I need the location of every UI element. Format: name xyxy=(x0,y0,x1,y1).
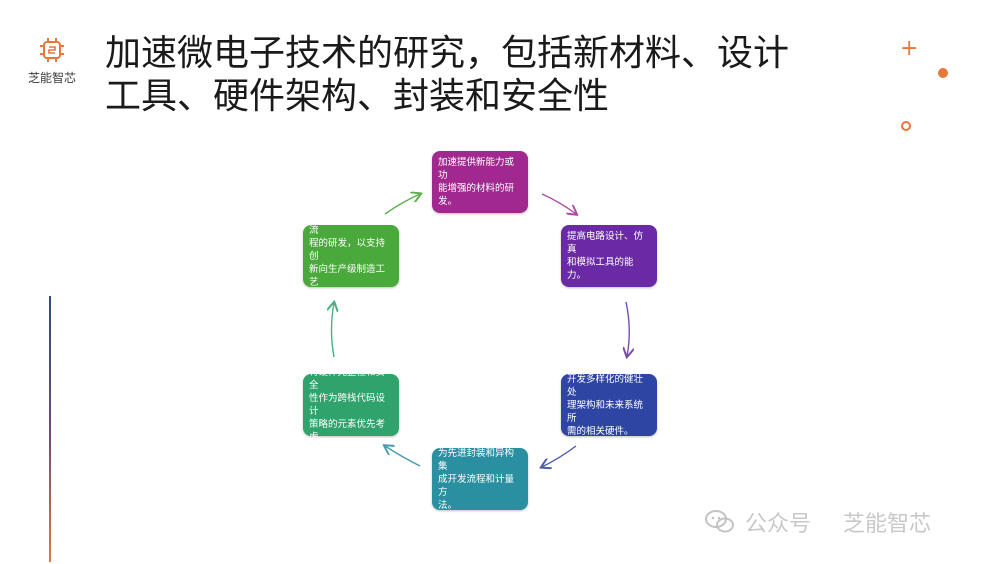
cycle-node-packaging: 为先进封装和异构集 成开发流程和计量方 法。 xyxy=(432,447,528,511)
watermark-name: 芝能智芯 xyxy=(843,512,932,537)
node-text-line: 理架构和未来系统所 xyxy=(567,399,644,424)
title-line-2: 工具、硬件架构、封装和安全性 xyxy=(105,76,610,117)
arrow-2-to-3 xyxy=(626,301,629,356)
title-line-1: 加速微电子技术的研究，包括新材料、设计 xyxy=(105,33,790,74)
cycle-node-manufacturing: 投资于制造工具和流 程的研发，以支持创 新向生产级制造工艺 的转变。 xyxy=(303,212,399,301)
node-text-line: 成开发流程和计量方 xyxy=(438,473,515,498)
node-text-line: 能增强的材料的研发。 xyxy=(438,183,515,207)
cycle-node-security: 将硬件完整性和安全 性作为跨栈代码设计 策略的元素优先考虑。 xyxy=(303,367,399,443)
side-accent-line xyxy=(49,296,51,562)
watermark: 公众号 芝能智芯 xyxy=(705,502,990,542)
node-text-line: 策略的元素优先考虑。 xyxy=(309,419,386,443)
node-text-line: 将硬件完整性和安全 xyxy=(309,367,386,391)
plus-decoration-icon: + xyxy=(900,36,919,61)
cycle-node-materials: 加速提供新能力或功 能增强的材料的研发。 xyxy=(432,151,528,213)
arrow-3-to-4 xyxy=(542,445,577,467)
chip-icon xyxy=(40,38,64,62)
ring-decoration-icon xyxy=(901,121,911,131)
node-text-line: 的转变。 xyxy=(309,289,348,301)
cycle-node-design-tools: 提高电路设计、仿真 和模拟工具的能力。 xyxy=(561,225,657,287)
node-text-line: 投资于制造工具和流 xyxy=(309,211,386,236)
node-text-line: 提高电路设计、仿真 xyxy=(567,231,644,255)
page-title: 加速微电子技术的研究，包括新材料、设计 工具、硬件架构、封装和安全性 xyxy=(105,32,885,118)
brand-name: 芝能智芯 xyxy=(27,71,76,85)
watermark-source: 公众号 xyxy=(745,512,812,537)
node-text-line: 新向生产级制造工艺 xyxy=(309,263,386,288)
wechat-icon xyxy=(705,510,734,533)
arrow-4-to-5 xyxy=(385,446,421,467)
node-text-line: 和模拟工具的能力。 xyxy=(567,257,634,281)
node-text-line: 性作为跨栈代码设计 xyxy=(309,393,386,417)
node-text-line: 法。 xyxy=(438,499,458,511)
node-text-line: 需的相关硬件。 xyxy=(567,425,634,437)
node-text-line: 加速提供新能力或功 xyxy=(438,157,515,181)
dot-decoration-icon xyxy=(938,68,948,78)
cycle-node-architecture: 开发多样化的健壮处 理架构和未来系统所 需的相关硬件。 xyxy=(561,373,657,437)
node-text-line: 开发多样化的健壮处 xyxy=(567,373,644,398)
node-text-line: 程的研发，以支持创 xyxy=(309,237,386,262)
node-text-line: 为先进封装和异构集 xyxy=(438,447,515,472)
brand-logo: 芝能智芯 xyxy=(20,36,84,96)
arrow-1-to-2 xyxy=(541,193,576,214)
arrow-5-to-6 xyxy=(332,303,335,358)
